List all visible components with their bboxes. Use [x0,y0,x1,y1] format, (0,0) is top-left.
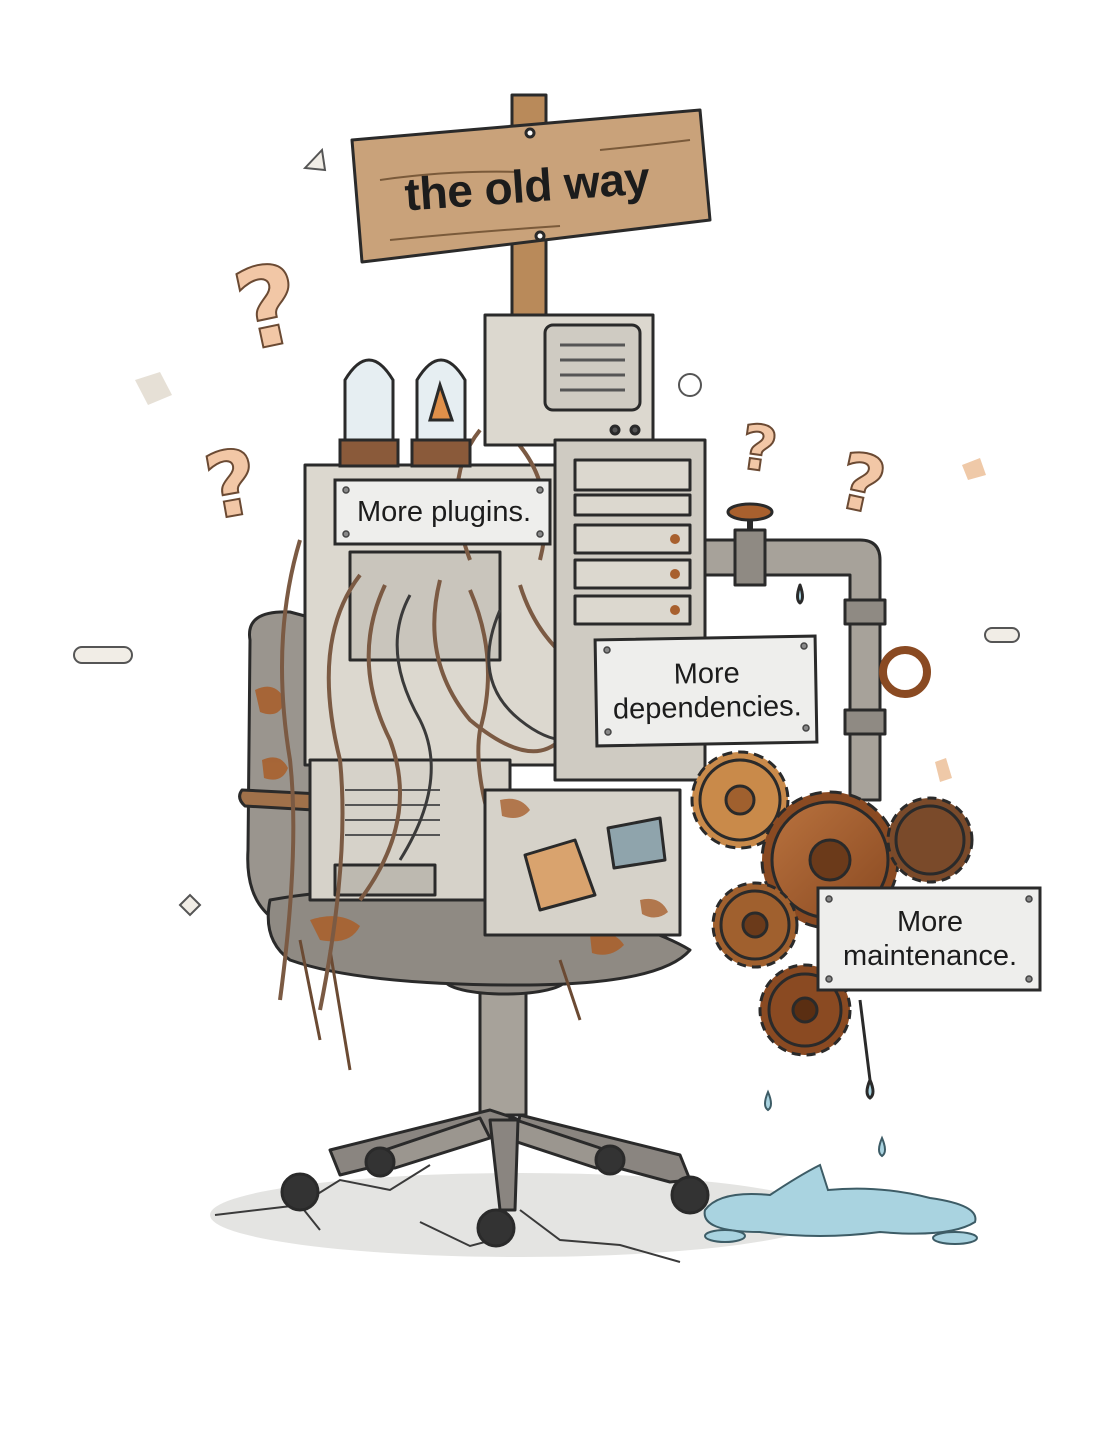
plate-maintenance-line2: maintenance. [842,940,1018,972]
vacuum-tubes [338,358,472,468]
water-puddle [703,1089,978,1245]
metal-plates [333,478,1042,992]
rusty-gears [690,750,974,1100]
plate-maintenance: More maintenance. [822,890,1038,988]
plate-plugins-text: More plugins. [356,495,532,528]
plate-dependencies-line2: dependencies. [612,690,802,726]
plate-dependencies-line1: More [673,657,741,691]
svg-text:?: ? [224,238,313,376]
svg-text:?: ? [197,429,267,541]
server-rack [553,438,707,782]
chair-base [280,964,710,1248]
plate-maintenance-line1: More [896,906,964,938]
svg-text:?: ? [830,436,893,533]
svg-text:?: ? [736,410,782,487]
plate-dependencies: More dependencies. [599,640,815,742]
rusty-pipes [703,502,931,802]
front-panel [483,788,682,937]
plate-plugins: More plugins. [338,484,550,540]
floating-debris [73,147,1020,917]
wooden-sign [350,93,712,327]
crt-monitor [483,313,655,447]
